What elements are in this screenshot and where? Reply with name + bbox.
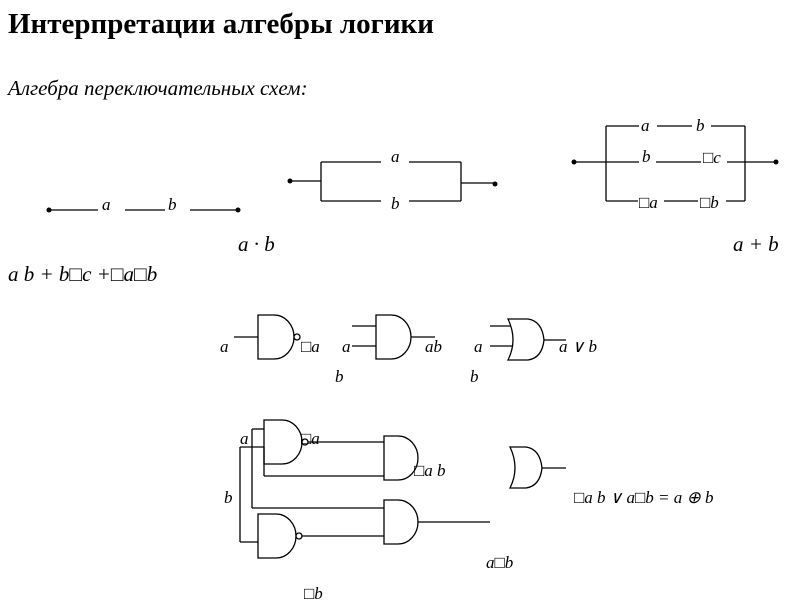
and-gate-output-label: ab xyxy=(425,337,442,356)
mixed-top-a: a xyxy=(641,116,650,135)
xor-circuit: □a □a b □b a□b a b □a b ∨ a□b = a ⊕ b xyxy=(224,419,713,600)
series-label-a: a xyxy=(102,195,111,214)
xor-not-b-bubble xyxy=(295,532,303,540)
mixed-bot-a: □a xyxy=(639,193,658,212)
page-subtitle: Алгебра переключательных схем: xyxy=(8,76,308,100)
parallel-label-a: a xyxy=(391,147,400,166)
main-formula: a b + b□c +□a□b xyxy=(8,262,157,286)
mixed-top-b: b xyxy=(696,116,705,135)
parallel-circuit: a b xyxy=(287,147,498,213)
not-gate-input-label: a xyxy=(220,337,229,356)
xor-input-b-label: b xyxy=(224,488,233,507)
or-gate-input-b-label: b xyxy=(470,367,479,386)
xor-not-a-label: □a xyxy=(301,429,320,448)
xor-not-b-label: □b xyxy=(304,584,323,600)
xor-not-a-gate xyxy=(263,419,303,465)
and-gate-input-b-label: b xyxy=(335,367,344,386)
or-gate-input-a-label: a xyxy=(474,337,483,356)
and-gate-input-a-label: a xyxy=(342,337,351,356)
series-formula: a · b xyxy=(238,232,275,256)
or-gate-output-label: a ∨ b xyxy=(559,337,597,356)
mixed-terminal-right xyxy=(773,159,779,165)
xor-or-gate xyxy=(508,446,543,489)
mixed-bot-b: □b xyxy=(700,193,719,212)
xor-and1-label: □a b xyxy=(414,461,446,480)
xor-input-a-label: a xyxy=(240,429,249,448)
and-gate xyxy=(375,314,412,360)
xor-and2-label: a□b xyxy=(486,553,513,572)
gates-row: a □a a b ab a b a ∨ b xyxy=(220,314,597,386)
series-terminal-right xyxy=(235,207,241,213)
not-gate-output-label: □a xyxy=(301,337,320,356)
xor-and2-gate xyxy=(383,499,419,545)
mixed-formula: a + b xyxy=(733,232,779,256)
parallel-label-b: b xyxy=(391,194,400,213)
xor-result-formula: □a b ∨ a□b = a ⊕ b xyxy=(574,488,713,507)
or-gate xyxy=(506,318,545,361)
series-circuit: a b a · b xyxy=(46,195,275,256)
page-title: Интерпретации алгебры логики xyxy=(8,8,434,40)
parallel-terminal-right xyxy=(492,181,498,187)
series-label-b: b xyxy=(168,195,177,214)
xor-not-b-gate xyxy=(257,513,297,559)
xor-and1-gate xyxy=(383,435,419,481)
mixed-mid-b: b xyxy=(642,147,651,166)
not-gate-bubble xyxy=(293,333,301,341)
mixed-circuit: a b b □c □a □b a + b xyxy=(571,116,779,256)
not-gate xyxy=(257,314,295,360)
mixed-mid-c: □c xyxy=(703,148,721,167)
